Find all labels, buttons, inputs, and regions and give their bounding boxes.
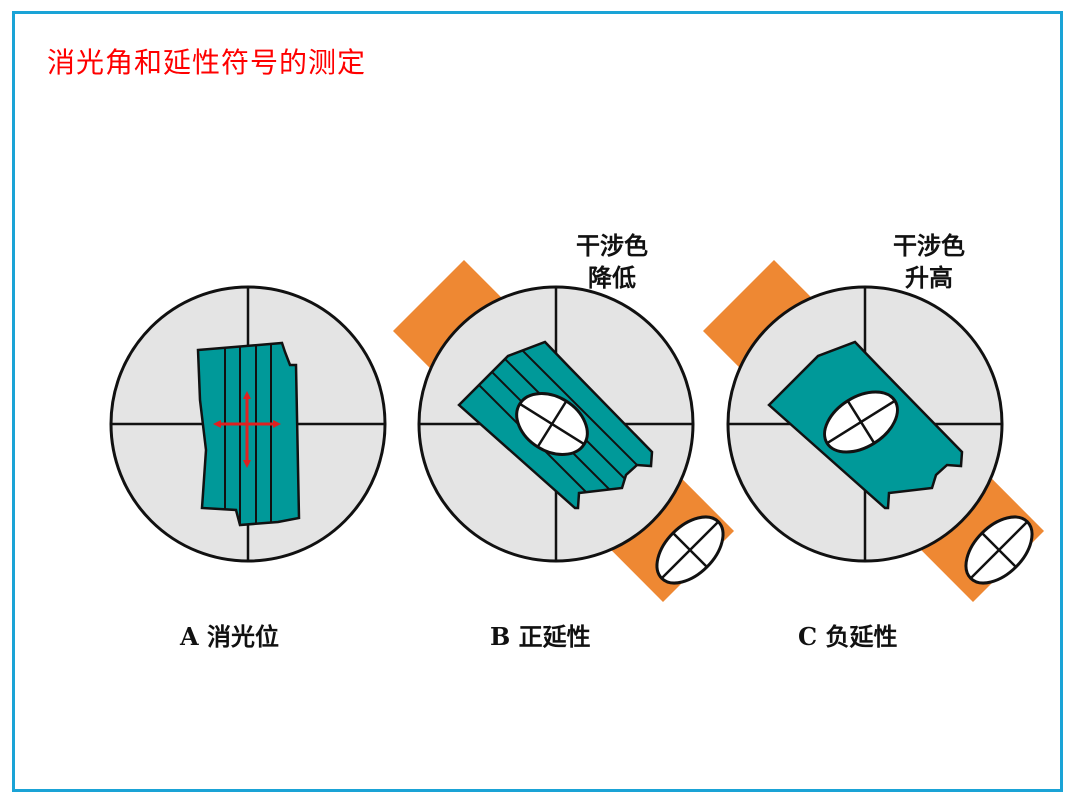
slide-frame bbox=[12, 11, 1063, 792]
indicatrix-ellipse-c bbox=[823, 390, 899, 454]
compensator-ellipse-c bbox=[964, 515, 1034, 585]
note-c: 干涉色 升高 bbox=[893, 230, 965, 294]
page-title: 消光角和延性符号的测定 bbox=[47, 46, 367, 79]
note-c-line1: 干涉色 bbox=[893, 232, 965, 260]
note-b-line2: 降低 bbox=[588, 264, 636, 292]
indicatrix-ellipse-b bbox=[515, 392, 589, 456]
panel-c bbox=[703, 260, 1044, 602]
caption-a: A 消光位 bbox=[180, 622, 279, 651]
note-b-line1: 干涉色 bbox=[576, 232, 648, 260]
panel-b bbox=[393, 260, 734, 602]
panel-a bbox=[109, 285, 387, 563]
compensator-ellipse-b bbox=[655, 515, 725, 585]
note-c-line2: 升高 bbox=[905, 264, 953, 292]
caption-c: C 负延性 bbox=[798, 622, 898, 651]
note-b: 干涉色 降低 bbox=[576, 230, 648, 294]
vibration-arrows bbox=[213, 391, 281, 468]
caption-b: B 正延性 bbox=[490, 622, 591, 651]
